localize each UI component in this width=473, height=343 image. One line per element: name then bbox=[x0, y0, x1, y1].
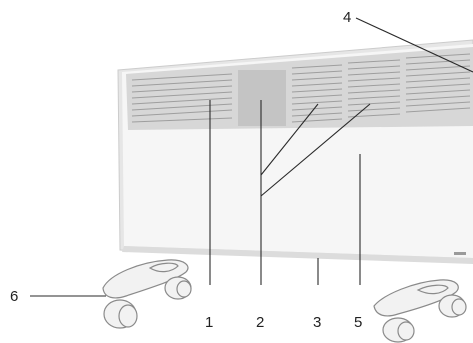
control-panel-window bbox=[238, 70, 286, 126]
callout-5: 5 bbox=[354, 314, 362, 331]
left-caster-foot bbox=[103, 260, 191, 328]
callout-3: 3 bbox=[313, 314, 321, 331]
heater-body bbox=[118, 40, 473, 264]
right-caster-foot bbox=[374, 280, 466, 342]
callout-4: 4 bbox=[343, 9, 351, 26]
brand-mark bbox=[454, 252, 466, 255]
callout-1: 1 bbox=[205, 314, 213, 331]
callout-6: 6 bbox=[10, 288, 18, 305]
callout-2: 2 bbox=[256, 314, 264, 331]
